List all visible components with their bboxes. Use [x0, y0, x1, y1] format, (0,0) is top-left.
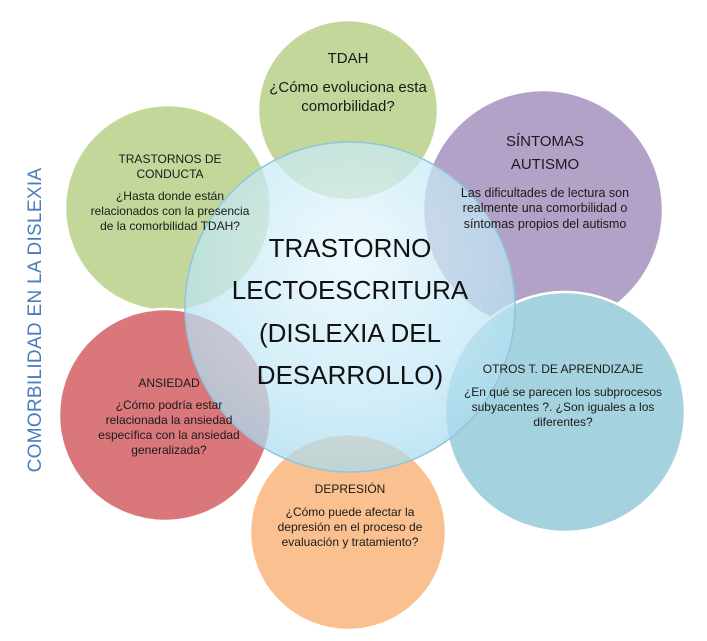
- node-sintomas-title-line2: AUTISMO: [510, 156, 580, 174]
- node-otros-title: OTROS T. DE APRENDIZAJE: [482, 362, 644, 376]
- node-sintomas-text: Las dificultades de lectura son realment…: [460, 185, 630, 231]
- center-text: TRASTORNO LECTOESCRITURA (DISLEXIA DEL D…: [205, 228, 495, 396]
- node-otros-text: ¿En qué se parecen los subprocesos subya…: [463, 385, 663, 429]
- node-trastornos-title: TRASTORNOS DE CONDUCTA: [118, 152, 222, 181]
- node-sintomas-title: SÍNTOMAS AUTISMO: [440, 130, 650, 177]
- center-line-3: (DISLEXIA DEL: [258, 318, 442, 349]
- center-line-4: DESARROLLO): [256, 359, 444, 390]
- center-line-1: TRASTORNO: [268, 233, 432, 263]
- circle-center: [184, 141, 516, 473]
- node-sintomas-autismo: SÍNTOMAS AUTISMO Las dificultades de lec…: [440, 130, 650, 232]
- node-depresion-text: ¿Cómo puede afectar la depresión en el p…: [277, 505, 423, 549]
- node-ansiedad: ANSIEDAD ¿Cómo podría estar relacionada …: [84, 376, 254, 458]
- side-label: COMORBILIDAD EN LA DISLEXIA: [25, 167, 46, 473]
- node-otros-aprendizaje: OTROS T. DE APRENDIZAJE ¿En qué se parec…: [463, 362, 663, 430]
- node-trastornos-conducta: TRASTORNOS DE CONDUCTA ¿Hasta donde está…: [90, 152, 250, 234]
- node-depresion-title: DEPRESIÓN: [314, 482, 386, 496]
- node-ansiedad-text: ¿Cómo podría estar relacionada la ansied…: [98, 398, 240, 457]
- node-depresion: DEPRESIÓN ¿Cómo puede afectar la depresi…: [270, 482, 430, 550]
- center-line-2: LECTOESCRITURA: [231, 274, 469, 305]
- node-tdah: TDAH ¿Cómo evoluciona esta comorbilidad?: [268, 50, 428, 116]
- node-trastornos-text: ¿Hasta donde están relacionados con la p…: [90, 189, 250, 233]
- node-tdah-text: ¿Cómo evoluciona esta comorbilidad?: [269, 78, 427, 115]
- node-tdah-title: TDAH: [327, 50, 369, 67]
- node-sintomas-title-line1: SÍNTOMAS: [505, 133, 585, 150]
- node-ansiedad-title: ANSIEDAD: [138, 376, 200, 390]
